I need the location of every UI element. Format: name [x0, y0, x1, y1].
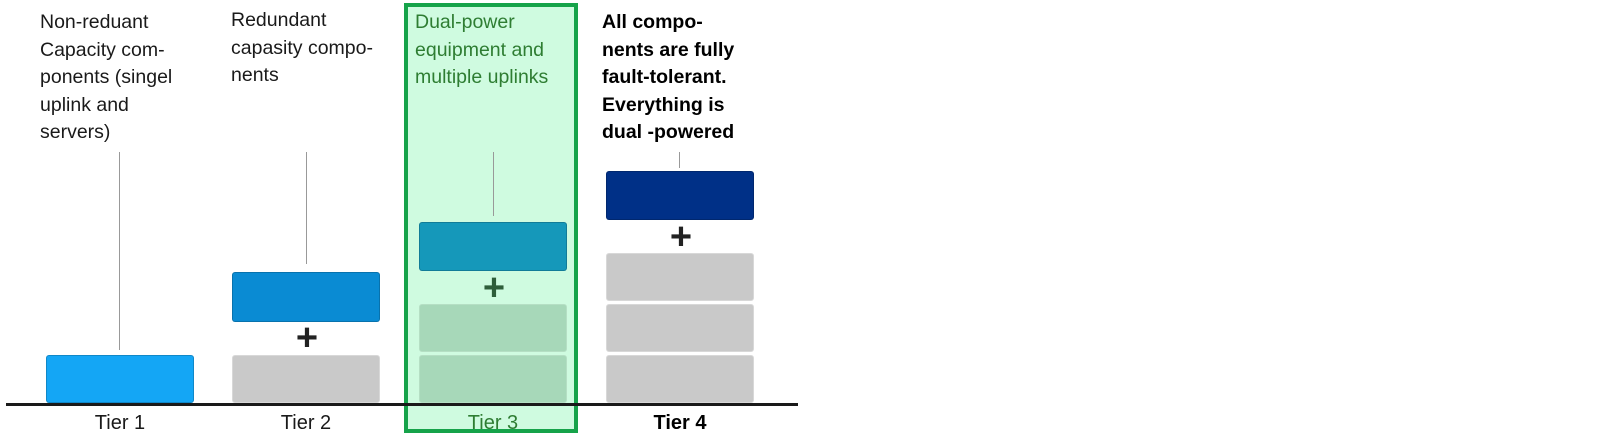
tier-2-description: Redundant capasity compo- nents	[231, 9, 373, 86]
tier-4-plus-icon: +	[669, 216, 693, 258]
tier-3-base-block-upper	[419, 304, 567, 352]
tier-3-label: Tier 3	[467, 412, 519, 434]
tier-4-base-block-3	[606, 355, 754, 403]
tier-4-description: All compo- nents are fully fault-toleran…	[602, 11, 735, 143]
tier-3-description: Dual-power equipment and multiple uplink…	[415, 11, 549, 88]
tier-3-base-block-lower	[419, 355, 567, 403]
tier-1-connector	[119, 152, 120, 350]
baseline	[6, 403, 798, 406]
tier-2-base-block	[232, 355, 380, 403]
tier-4-base-block-2	[606, 304, 754, 352]
tier-1-label: Tier 1	[94, 412, 146, 434]
tier-3-connector	[493, 152, 494, 216]
tier-1-top-block	[46, 355, 194, 403]
tier-3-top-block	[419, 222, 567, 271]
tier-4-top-block	[606, 171, 754, 220]
tier-1-description: Non-reduant Capacity com- ponents (singe…	[40, 11, 173, 143]
tier-2-label: Tier 2	[280, 412, 332, 434]
tier-4-base-block-1	[606, 253, 754, 301]
tier-4-label: Tier 4	[653, 412, 707, 434]
tier-4-connector	[679, 152, 680, 168]
tier-2-top-block	[232, 272, 380, 322]
tier-2-connector	[306, 152, 307, 264]
tier-2-plus-icon: +	[295, 317, 319, 359]
tier-3-plus-icon: +	[482, 267, 506, 309]
